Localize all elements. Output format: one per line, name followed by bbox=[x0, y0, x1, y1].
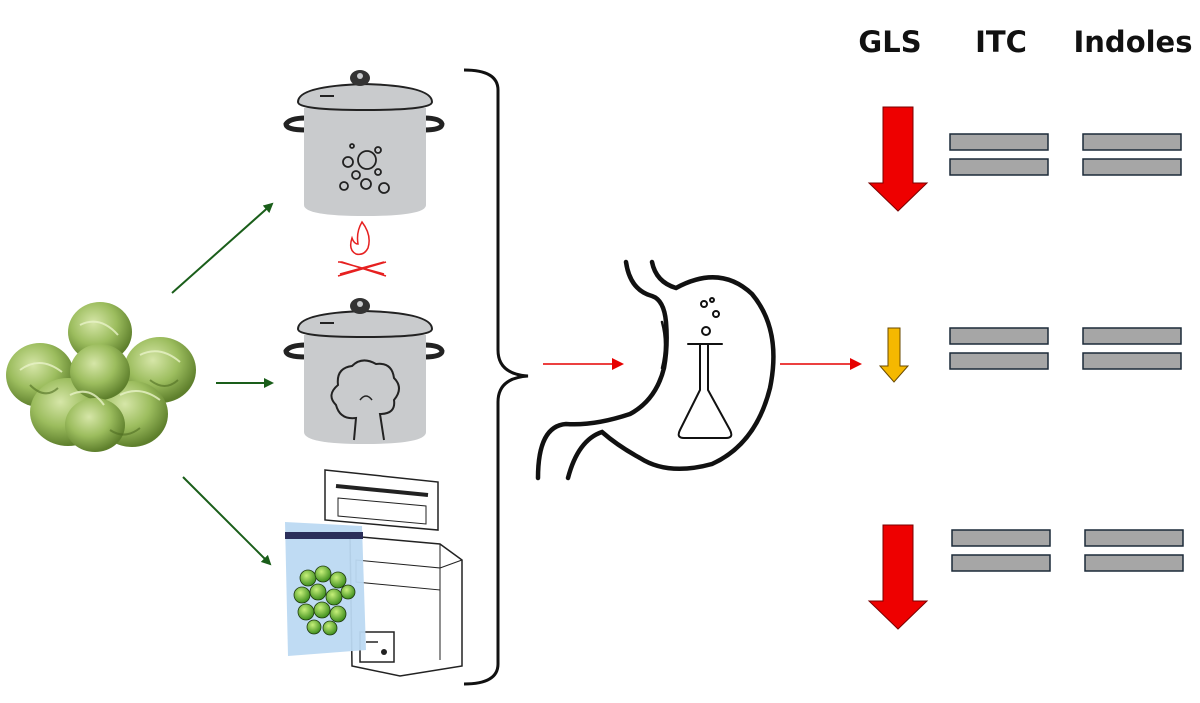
flame-icon bbox=[337, 220, 387, 277]
grouping-brace bbox=[463, 68, 529, 686]
boiling-pot-icon bbox=[283, 70, 445, 216]
indoles-no-change-boiling-bottom bbox=[1082, 158, 1182, 176]
indoles-no-change-steaming-top bbox=[1082, 327, 1182, 345]
itc-no-change-boiling-bottom bbox=[949, 158, 1049, 176]
vacuum-sealer-icon bbox=[324, 469, 463, 677]
itc-no-change-steaming-bottom bbox=[949, 352, 1049, 370]
vacuum-bag-icon bbox=[285, 522, 366, 656]
header-gls: GLS bbox=[858, 25, 921, 59]
stomach-flask-icon bbox=[535, 259, 776, 481]
brussels-sprouts-image bbox=[6, 302, 196, 452]
gls-small-decrease-arrow-steaming bbox=[878, 327, 910, 383]
header-itc: ITC bbox=[975, 25, 1027, 59]
gls-large-decrease-arrow-boiling bbox=[867, 106, 929, 212]
steaming-pot-icon bbox=[283, 298, 445, 444]
itc-no-change-sousvide-top bbox=[951, 529, 1051, 547]
gls-large-decrease-arrow-sousvide bbox=[867, 524, 929, 630]
itc-no-change-sousvide-bottom bbox=[951, 554, 1051, 572]
itc-no-change-steaming-top bbox=[949, 327, 1049, 345]
indoles-no-change-steaming-bottom bbox=[1082, 352, 1182, 370]
itc-no-change-boiling-top bbox=[949, 133, 1049, 151]
indoles-no-change-boiling-top bbox=[1082, 133, 1182, 151]
indoles-no-change-sousvide-top bbox=[1084, 529, 1184, 547]
header-indoles: Indoles bbox=[1074, 25, 1193, 59]
arrow-to-sousvide bbox=[182, 476, 272, 566]
arrow-to-boiling bbox=[171, 202, 274, 294]
indoles-no-change-sousvide-bottom bbox=[1084, 554, 1184, 572]
